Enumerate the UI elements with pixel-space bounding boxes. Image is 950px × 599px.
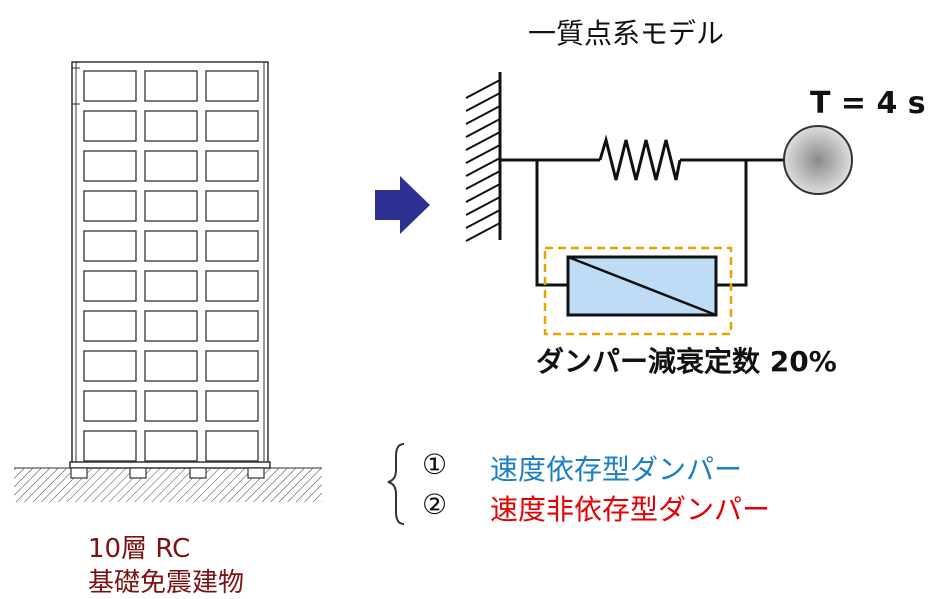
damper-element: [566, 255, 718, 317]
mass-ball: [783, 125, 853, 195]
building-window: [144, 430, 198, 462]
building-windows: [83, 70, 259, 462]
building-window: [205, 150, 259, 182]
option-2-label: 速度非依存型ダンパー: [490, 493, 771, 526]
building-window: [83, 350, 137, 382]
wall-hatch-line: [465, 105, 501, 125]
building-caption-line1: 10層 RC: [88, 534, 191, 564]
wall-hatch-line: [465, 144, 501, 164]
damper-branch: [535, 160, 748, 287]
base-isolators: [70, 467, 265, 479]
wall-hatch-line: [465, 92, 501, 112]
wall-hatch-line: [465, 170, 501, 190]
wall-hatch-line: [465, 157, 501, 177]
building-caption-line2: 基礎免震建物: [88, 568, 245, 598]
building-window: [144, 110, 198, 142]
option-2-number: ②: [422, 488, 448, 521]
building-window: [205, 430, 259, 462]
building-window: [144, 310, 198, 342]
building-window: [205, 230, 259, 262]
building-window: [205, 390, 259, 422]
building-window: [83, 70, 137, 102]
building-window: [83, 430, 137, 462]
building-window: [144, 70, 198, 102]
wall-hatch-line: [465, 131, 501, 151]
isolator-bearing: [70, 467, 88, 479]
building-window: [205, 310, 259, 342]
wall-hatch-line: [465, 222, 501, 242]
arrow-right: [375, 176, 430, 234]
isolator-bearing: [247, 467, 265, 479]
period-label: T = 4 s: [810, 86, 926, 121]
isolator-bearing: [189, 467, 207, 479]
wall-hatch-line: [465, 79, 501, 99]
building-window: [144, 150, 198, 182]
wall-hatch-line: [465, 183, 501, 203]
wall-hatch-line: [465, 196, 501, 216]
spring: [500, 134, 786, 181]
isolator-bearing: [129, 467, 147, 479]
wall-hatch-line: [465, 118, 501, 138]
building-window: [144, 270, 198, 302]
wall-hatch-line: [465, 209, 501, 229]
option-1-number: ①: [422, 448, 448, 481]
ground-hatch: [14, 468, 322, 502]
damper-highlight-box: [543, 246, 733, 336]
building-window: [144, 190, 198, 222]
building-window: [83, 110, 137, 142]
building-window: [83, 150, 137, 182]
building-window: [83, 390, 137, 422]
building-window: [205, 350, 259, 382]
fixed-wall: [465, 72, 502, 242]
building-window: [144, 390, 198, 422]
building-window: [205, 190, 259, 222]
building-window: [83, 270, 137, 302]
model-title: 一質点系モデル: [528, 17, 725, 50]
building-window: [83, 310, 137, 342]
building-window: [83, 230, 137, 262]
building-window: [205, 110, 259, 142]
building-window: [144, 350, 198, 382]
building-window: [144, 230, 198, 262]
building-frame: [69, 61, 271, 469]
building-window: [83, 190, 137, 222]
building-window: [205, 270, 259, 302]
damper-damping-label: ダンパー減衰定数 20%: [536, 345, 837, 378]
options-brace: [387, 443, 405, 525]
option-1-label: 速度依存型ダンパー: [490, 453, 743, 486]
building-window: [205, 70, 259, 102]
